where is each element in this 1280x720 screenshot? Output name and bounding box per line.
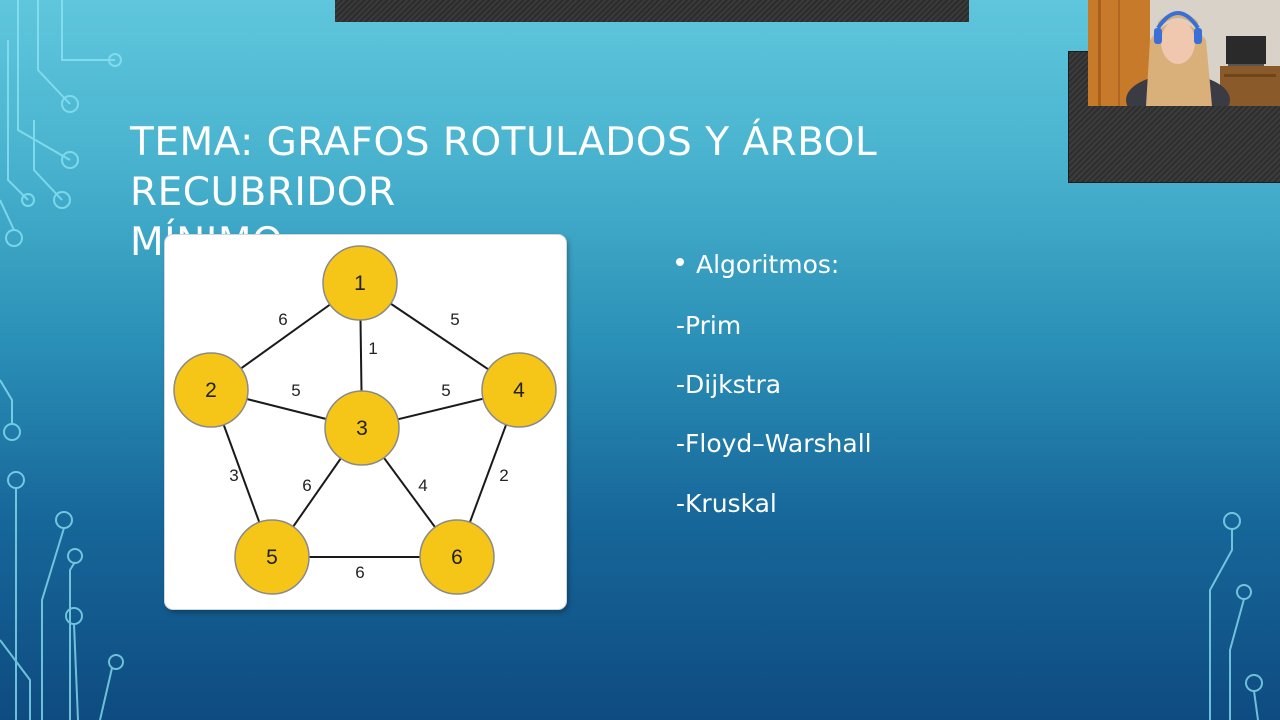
graph-node-2 xyxy=(173,352,249,428)
bullet-heading-text: Algoritmos: xyxy=(696,250,840,279)
graph-node-1 xyxy=(322,245,398,321)
bullet-dot-icon xyxy=(676,257,684,266)
algorithm-item: -Kruskal xyxy=(676,489,777,518)
algorithm-item: -Dijkstra xyxy=(676,370,782,399)
graph-node-5 xyxy=(234,519,310,595)
node-label: 3 xyxy=(356,417,368,440)
algorithm-item: -Prim xyxy=(676,311,742,340)
edge-weight-label: 6 xyxy=(355,563,364,582)
node-label: 2 xyxy=(205,379,217,402)
webcam-video xyxy=(1088,0,1280,106)
edge-weight-label: 2 xyxy=(499,466,508,485)
bullet-heading: Algoritmos: xyxy=(676,250,839,279)
graph-node-3 xyxy=(324,390,400,466)
edge-weight-label: 1 xyxy=(368,339,377,358)
edge-weight-label: 3 xyxy=(229,466,238,485)
edge-weight-label: 5 xyxy=(291,381,300,400)
weighted-graph-diagram: 6 1 5 5 5 3 6 4 2 6 1 2 3 4 5 6 xyxy=(173,245,557,595)
node-label: 6 xyxy=(451,546,463,569)
circuit-decoration-left xyxy=(0,0,124,720)
circuit-decoration-right xyxy=(1209,512,1263,720)
top-toolbar-strip xyxy=(335,0,969,22)
edge-weight-label: 5 xyxy=(450,310,459,329)
edge-weight-label: 4 xyxy=(418,476,427,495)
graph-node-4 xyxy=(481,352,557,428)
edge-weight-label: 6 xyxy=(278,310,287,329)
edge-weight-label: 5 xyxy=(441,381,450,400)
graph-image: 6 1 5 5 5 3 6 4 2 6 1 2 3 4 5 6 xyxy=(165,235,566,609)
graph-node-6 xyxy=(419,519,495,595)
edge-weight-label: 6 xyxy=(302,476,311,495)
slide-title: TEMA: GRAFOS ROTULADOS Y ÁRBOL RECUBRIDO… xyxy=(130,120,878,265)
node-label: 5 xyxy=(266,546,278,569)
node-label: 1 xyxy=(354,272,366,295)
presenter-video-image xyxy=(1088,0,1280,106)
node-label: 4 xyxy=(513,379,525,402)
algorithm-item: -Floyd–Warshall xyxy=(676,429,872,458)
